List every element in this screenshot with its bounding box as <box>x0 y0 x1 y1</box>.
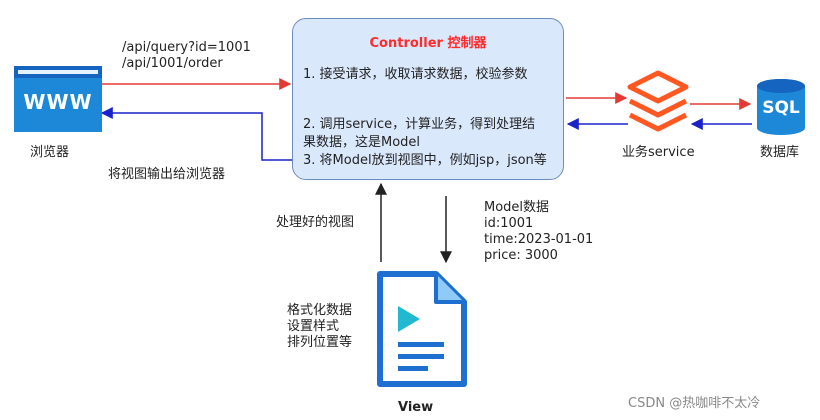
browser-icon-text: WWW <box>23 90 93 114</box>
controller-box: Controller 控制器 1. 接受请求，收取请求数据，校验参数 2. 调用… <box>292 18 564 180</box>
view-label: View <box>398 400 434 415</box>
model-data-text: Model数据 id:1001 time:2023-01-01 price: 3… <box>484 200 594 263</box>
database-icon-text: SQL <box>762 98 800 118</box>
controller-title: Controller 控制器 <box>369 36 487 51</box>
view-document-icon <box>377 271 467 387</box>
database-icon <box>757 79 805 135</box>
controller-step-3: 3. 将Model放到视图中，例如jsp，json等 <box>303 153 547 168</box>
service-label: 业务service <box>622 145 695 160</box>
browser-label: 浏览器 <box>30 145 70 160</box>
browser-node: WWW <box>14 66 102 132</box>
view-notes: 格式化数据 设置样式 排列位置等 <box>287 303 353 350</box>
database-label: 数据库 <box>760 145 800 160</box>
controller-step-1: 1. 接受请求，收取请求数据，校验参数 <box>303 67 528 82</box>
view-to-controller-label: 处理好的视图 <box>276 215 355 230</box>
browser-icon <box>14 66 102 132</box>
response-label: 将视图输出给浏览器 <box>108 167 226 182</box>
controller-step-2: 2. 调用service，计算业务，得到处理结 果数据，这是Model <box>303 117 536 150</box>
request-urls: /api/query?id=1001 /api/1001/order <box>122 40 251 71</box>
service-layers-icon <box>627 70 689 132</box>
watermark: CSDN @热咖啡不太冷 <box>628 396 761 411</box>
response-arrow <box>100 107 292 161</box>
database-node: SQL <box>755 78 807 136</box>
